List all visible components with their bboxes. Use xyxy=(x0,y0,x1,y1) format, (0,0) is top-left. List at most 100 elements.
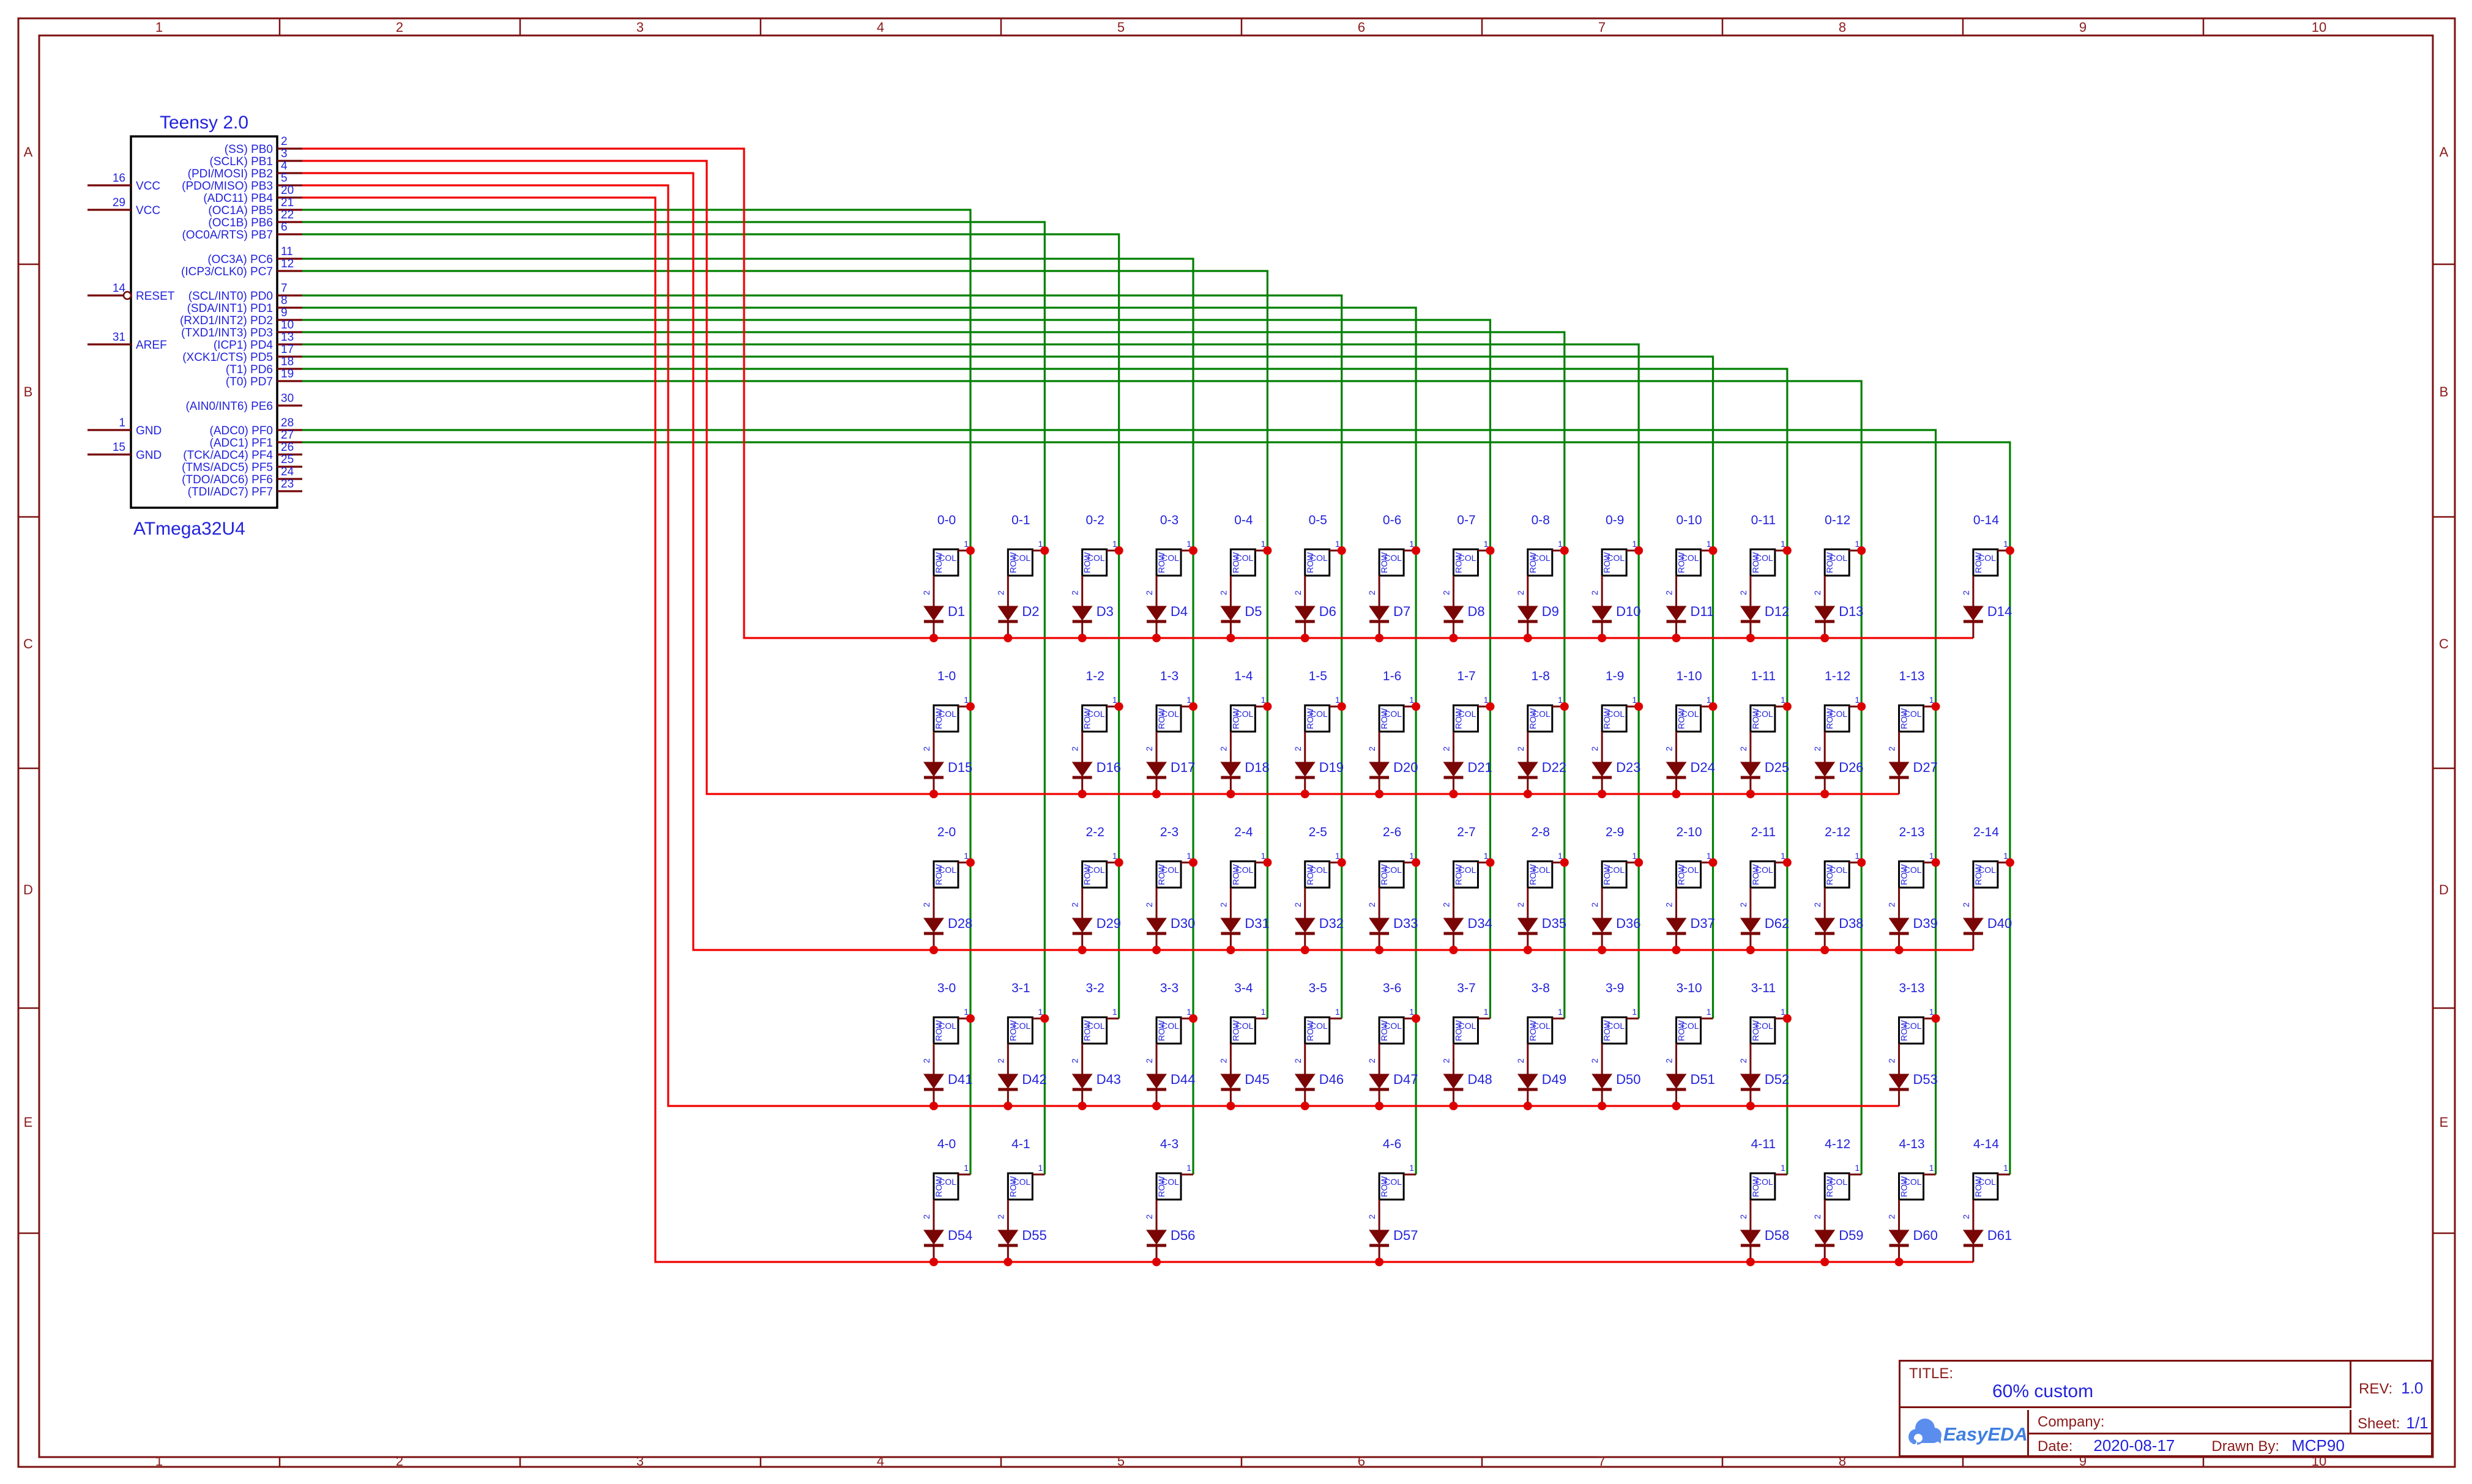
diode-D40[interactable]: D40 xyxy=(1962,916,2012,950)
diode-D14[interactable]: D14 xyxy=(1962,604,2012,638)
diode-D55[interactable]: D55 xyxy=(997,1228,1047,1262)
diode-D36[interactable]: D36 xyxy=(1592,916,1641,950)
diode-D7[interactable]: D7 xyxy=(1369,604,1410,638)
diode-D10[interactable]: D10 xyxy=(1592,604,1641,638)
diode-D4[interactable]: D4 xyxy=(1146,604,1188,638)
chip-pin-PB5[interactable]: 21(OC1A) PB5 xyxy=(208,196,302,217)
diode-D5[interactable]: D5 xyxy=(1220,604,1262,638)
diode-D37[interactable]: D37 xyxy=(1666,916,1715,950)
chip-pin-PD6[interactable]: 18(T1) PD6 xyxy=(226,355,302,376)
diode-D17[interactable]: D17 xyxy=(1146,760,1195,794)
diode-D59[interactable]: D59 xyxy=(1814,1228,1864,1262)
diode-D20[interactable]: D20 xyxy=(1369,760,1418,794)
diode-D15[interactable]: D15 xyxy=(923,760,972,794)
chip-pin-PD2[interactable]: 9(RXD1/INT2) PD2 xyxy=(180,306,302,327)
diode-D27[interactable]: D27 xyxy=(1888,760,1938,794)
diode-D49[interactable]: D49 xyxy=(1517,1072,1566,1106)
diode-D24[interactable]: D24 xyxy=(1666,760,1715,794)
diode-D60[interactable]: D60 xyxy=(1888,1228,1938,1262)
diode-D11[interactable]: D11 xyxy=(1666,604,1714,638)
chip-pin-PB0[interactable]: 2(SS) PB0 xyxy=(225,135,302,156)
chip-pin-PB2[interactable]: 4(PDI/MOSI) PB2 xyxy=(188,160,302,180)
diode-D12[interactable]: D12 xyxy=(1740,604,1789,638)
row-wire-0[interactable] xyxy=(302,147,1973,639)
chip-pin-PB4[interactable]: 20(ADC11) PB4 xyxy=(203,184,302,205)
col-wire-14[interactable] xyxy=(302,441,2011,1174)
row-wire-2[interactable] xyxy=(302,172,1973,951)
diode-D16[interactable]: D16 xyxy=(1071,760,1121,794)
col-wire-8[interactable] xyxy=(302,331,1566,1018)
chip-pin-PB6[interactable]: 22(OC1B) PB6 xyxy=(208,209,302,229)
diode-D1[interactable]: D1 xyxy=(923,604,965,638)
chip-pin-PD7[interactable]: 19(T0) PD7 xyxy=(226,368,302,388)
diode-D34[interactable]: D34 xyxy=(1443,916,1492,950)
col-wire-5[interactable] xyxy=(302,294,1343,1018)
diode-D33[interactable]: D33 xyxy=(1369,916,1418,950)
diode-D3[interactable]: D3 xyxy=(1071,604,1114,638)
diode-D23[interactable]: D23 xyxy=(1592,760,1641,794)
diode-D38[interactable]: D38 xyxy=(1814,916,1864,950)
col-wire-13[interactable] xyxy=(302,429,1937,1174)
col-wire-7[interactable] xyxy=(302,319,1492,1018)
diode-D6[interactable]: D6 xyxy=(1294,604,1336,638)
diode-D58[interactable]: D58 xyxy=(1740,1228,1789,1262)
chip-pin-PF4[interactable]: 26(TCK/ADC4) PF4 xyxy=(183,441,302,462)
col-wire-11[interactable] xyxy=(302,368,1789,1174)
diode-D13[interactable]: D13 xyxy=(1814,604,1864,638)
diode-D48[interactable]: D48 xyxy=(1443,1072,1492,1106)
row-wire-3[interactable] xyxy=(302,184,1899,1107)
diode-D2[interactable]: D2 xyxy=(997,604,1039,638)
diode-D45[interactable]: D45 xyxy=(1220,1072,1270,1106)
diode-D43[interactable]: D43 xyxy=(1071,1072,1121,1106)
diode-D22[interactable]: D22 xyxy=(1517,760,1566,794)
diode-D41[interactable]: D41 xyxy=(923,1072,972,1106)
diode-D31[interactable]: D31 xyxy=(1220,916,1270,950)
col-wire-3[interactable] xyxy=(302,258,1194,1174)
chip-pin-PF1[interactable]: 27(ADC1) PF1 xyxy=(210,429,302,450)
diode-D28[interactable]: D28 xyxy=(923,916,972,950)
col-wire-12[interactable] xyxy=(302,380,1863,1174)
diode-D53[interactable]: D53 xyxy=(1888,1072,1938,1106)
diode-D26[interactable]: D26 xyxy=(1814,760,1864,794)
diode-D18[interactable]: D18 xyxy=(1220,760,1270,794)
chip-pin-PD5[interactable]: 17(XCK1/CTS) PD5 xyxy=(182,343,302,364)
row-wire-1[interactable] xyxy=(302,160,1899,795)
col-wire-6[interactable] xyxy=(302,306,1417,1174)
chip-pin-PC6[interactable]: 11(OC3A) PC6 xyxy=(207,245,302,266)
diode-D25[interactable]: D25 xyxy=(1740,760,1789,794)
